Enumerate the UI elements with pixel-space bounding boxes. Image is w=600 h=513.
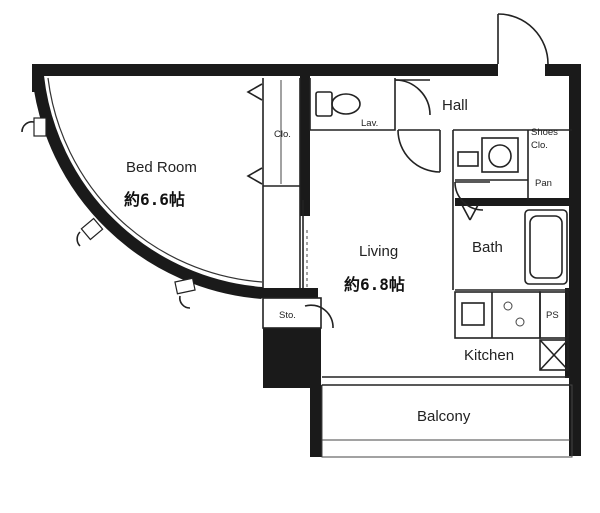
pantry-label: Pan [535,178,552,189]
ventilation-icon [539,339,569,371]
balcony-label: Balcony [417,408,471,425]
washbasin-icon [457,137,519,173]
washroom-door [454,181,490,211]
exterior-walls [32,64,581,457]
bedroom-bottom-wall [258,288,318,298]
storage-pillar [263,328,321,388]
bedroom-label: Bed Room [126,159,197,176]
shoes-closet-label: Shoes [531,127,558,138]
window-3 [174,277,196,309]
bedroom-sliding-door [302,200,308,288]
bath-door [461,204,479,221]
bathtub-icon [524,209,568,285]
stove-icon [503,301,525,327]
fixtures [280,80,569,371]
living-area: 約6.8帖 [344,275,405,294]
storage-box [262,297,322,329]
toilet-icon [315,91,361,117]
pipe-space-box [539,291,569,339]
interior-partitions [262,78,573,458]
pipe-space-label: PS [546,310,559,321]
shoes-closet-label-2: Clo. [531,140,548,151]
kitchen-right-wall [565,288,573,378]
room-labels: Bed Room 約6.6帖 Living 約6.8帖 Hall Lav. Cl… [124,97,559,425]
curved-wall [32,75,263,299]
bedroom-area: 約6.6帖 [124,190,185,209]
corridor-wall [300,76,310,216]
right-wall [569,64,581,456]
storage-label: Sto. [279,310,296,321]
storage-door [304,304,334,329]
living-label: Living [359,243,398,260]
hall-door [397,129,441,173]
kitchen-counter [454,291,541,339]
windows [21,117,196,309]
balcony-left-wall [310,385,322,457]
bath-top-wall [455,198,573,206]
entrance-door [497,13,549,65]
hall-label: Hall [442,97,468,114]
sink-icon [461,302,485,326]
closet-door [246,83,263,185]
curved-wall-inner [47,77,263,283]
bath-label: Bath [472,239,503,256]
lav-walls [309,78,396,131]
top-wall [32,64,498,76]
window-1 [21,117,47,137]
lav-label: Lav. [361,118,378,129]
doors [246,13,549,329]
lav-door [394,79,431,116]
kitchen-label: Kitchen [464,347,514,364]
closet-label: Clo. [274,129,291,140]
window-2 [76,217,104,247]
